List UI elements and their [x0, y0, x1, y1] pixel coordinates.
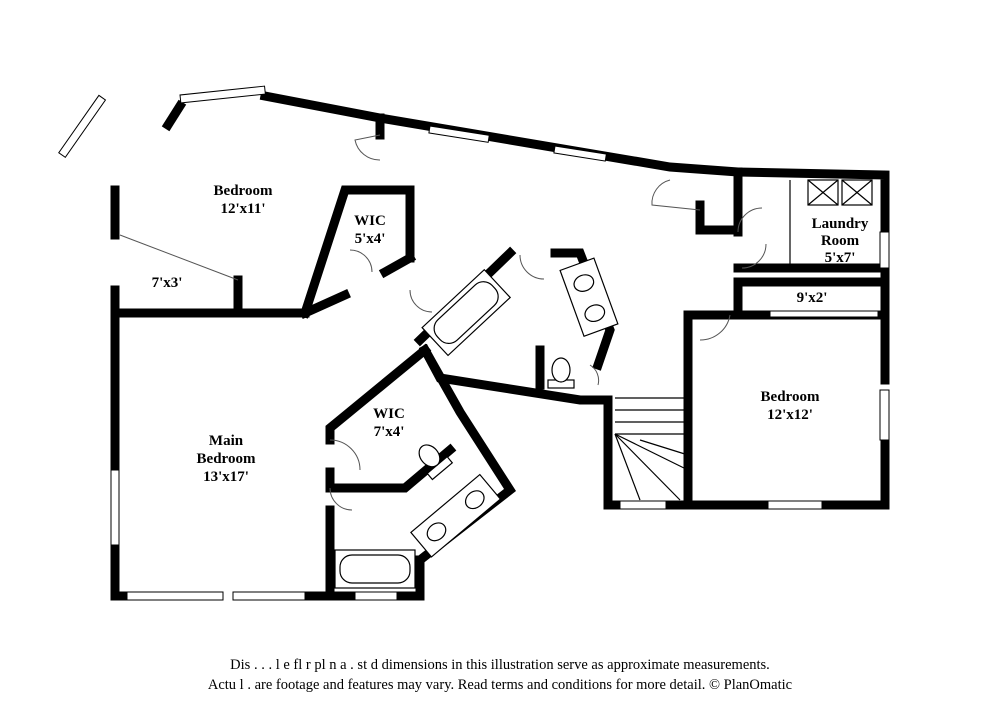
toilet	[418, 444, 454, 481]
wic-2-dims: 7'x4'	[374, 424, 405, 440]
window	[110, 469, 120, 546]
vanity	[410, 473, 502, 558]
bedroom-1-name: Bedroom	[214, 183, 273, 199]
room-labels: Bedroom 12'x11' 7'x3' WIC 5'x4' Laundry …	[152, 183, 869, 485]
window	[126, 591, 224, 601]
main-bedroom-name-line1: Main	[209, 433, 244, 449]
toilet	[547, 357, 575, 389]
washer-dryer	[807, 179, 873, 206]
laundry-name-line2: Room	[821, 233, 860, 249]
window	[179, 85, 266, 104]
bedroom-2-name: Bedroom	[761, 389, 820, 405]
exterior-walls	[110, 90, 890, 601]
closet-7x3-dims: 7'x3'	[152, 275, 183, 291]
closet-9x2-dims: 9'x2'	[797, 290, 828, 306]
disclaimer-line-2: Actu l . are footage and features may va…	[207, 677, 793, 693]
laundry-dims: 5'x7'	[825, 250, 856, 266]
window	[879, 389, 890, 441]
disclaimer: Dis . . . l e fl r pl n a . st d dimensi…	[0, 655, 1000, 695]
bedroom-2-dims: 12'x12'	[767, 407, 813, 423]
bedroom-1-dims: 12'x11'	[220, 201, 265, 217]
window	[354, 591, 398, 601]
wic-2-name: WIC	[373, 406, 405, 422]
main-bedroom-dims: 13'x17'	[203, 469, 249, 485]
doors	[119, 134, 767, 511]
window	[767, 500, 823, 510]
window	[769, 310, 879, 318]
window	[553, 145, 607, 162]
wic-1-dims: 5'x4'	[355, 231, 386, 247]
bathtub	[421, 268, 512, 357]
window	[58, 94, 107, 159]
laundry-name-line1: Laundry	[812, 216, 869, 232]
main-bedroom-name-line2: Bedroom	[197, 451, 256, 467]
window	[428, 125, 490, 143]
vanity	[559, 257, 619, 337]
fixtures	[334, 179, 873, 589]
stairs	[614, 397, 689, 501]
wic-1-name: WIC	[354, 213, 386, 229]
windows	[58, 85, 890, 601]
window	[232, 591, 306, 601]
window	[619, 500, 667, 510]
disclaimer-line-1: Dis . . . l e fl r pl n a . st d dimensi…	[230, 657, 770, 673]
window	[879, 231, 890, 269]
bathtub	[334, 549, 416, 589]
